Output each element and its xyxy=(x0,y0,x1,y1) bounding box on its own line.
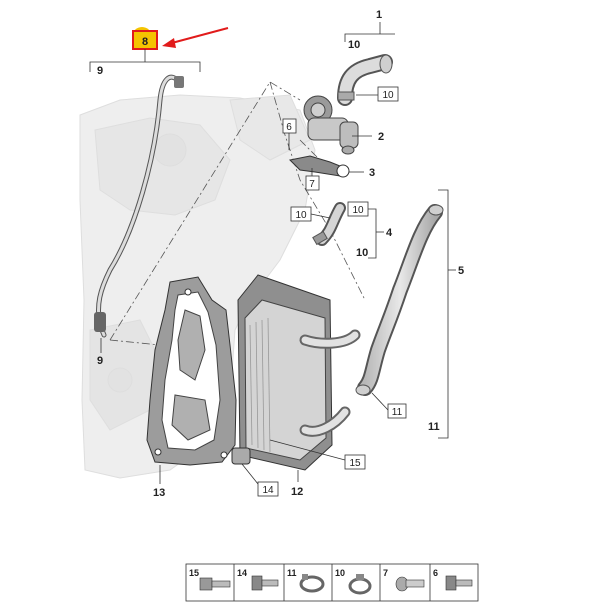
label-3: 3 xyxy=(369,167,375,179)
legend-num-6: 6 xyxy=(433,568,438,578)
oil-cooler-12 xyxy=(231,274,361,471)
box-label-10-b: 10 xyxy=(295,210,307,221)
legend-num-10: 10 xyxy=(335,568,345,578)
legend-num-7: 7 xyxy=(383,568,388,578)
water-pump-2 xyxy=(303,95,359,155)
red-arrow xyxy=(162,27,229,48)
label-1: 1 xyxy=(376,9,382,21)
assembly-outline xyxy=(109,81,366,346)
fastener-legend: 15 14 11 10 7 6 xyxy=(185,563,479,602)
breather-hose xyxy=(94,74,184,338)
label-12: 12 xyxy=(291,486,303,498)
label-10-mid: 10 xyxy=(356,247,368,259)
legend-num-11: 11 xyxy=(287,568,297,578)
hex-bolt-icon xyxy=(251,575,279,591)
hose-clamp-icon xyxy=(299,574,325,593)
label-2: 2 xyxy=(378,131,384,143)
flange-nut-bolt-icon xyxy=(445,575,473,591)
box-label-7: 7 xyxy=(309,179,315,190)
long-hose-5 xyxy=(355,204,444,396)
label-8: 8 xyxy=(142,36,148,48)
label-4: 4 xyxy=(386,227,393,239)
stud-bolt-icon xyxy=(395,576,425,592)
label-9-bottom: 9 xyxy=(97,355,103,367)
pipe-elbow-1 xyxy=(337,54,393,106)
box-label-15: 15 xyxy=(349,458,361,469)
label-9-top: 9 xyxy=(97,65,103,77)
box-label-10-a: 10 xyxy=(382,90,394,101)
label-5: 5 xyxy=(458,265,464,277)
legend-num-14: 14 xyxy=(237,568,247,578)
part-8-callout: 8 xyxy=(89,27,201,72)
small-hose-4 xyxy=(312,202,346,246)
bracket-3 xyxy=(288,155,350,178)
spring-clamp-icon xyxy=(348,574,372,595)
hex-bolt-flange-icon xyxy=(199,577,231,591)
label-13: 13 xyxy=(153,487,165,499)
gasket-13 xyxy=(146,276,237,466)
label-11-right: 11 xyxy=(428,421,440,433)
box-label-10-c: 10 xyxy=(352,205,364,216)
box-label-11: 11 xyxy=(392,407,403,418)
legend-num-15: 15 xyxy=(189,568,199,578)
box-label-6: 6 xyxy=(286,122,292,133)
box-label-14: 14 xyxy=(262,485,274,496)
label-10-top: 10 xyxy=(348,39,360,51)
